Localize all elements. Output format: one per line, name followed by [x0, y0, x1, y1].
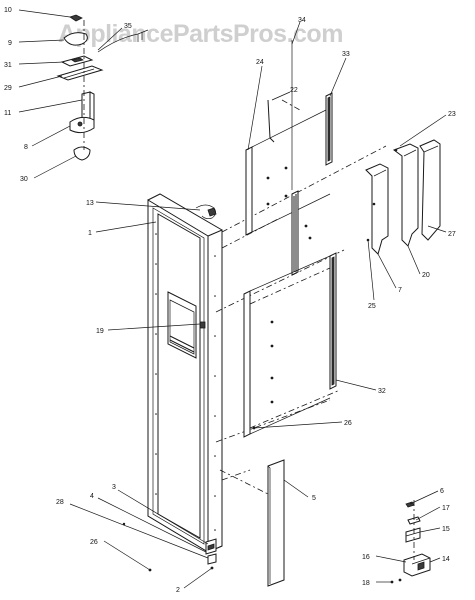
- callout-1: 1: [88, 230, 92, 237]
- callout-19: 19: [96, 328, 104, 335]
- callout-17: 17: [442, 505, 450, 512]
- callout-15: 15: [442, 526, 450, 533]
- bin-27: [419, 139, 441, 241]
- bottom-hinge-assembly: [390, 500, 431, 584]
- cam-30: [73, 146, 91, 161]
- shelf-rail-26: [243, 236, 331, 438]
- callout-26-lower-left: 26: [90, 539, 98, 546]
- callout-18: 18: [362, 580, 370, 587]
- panel-5: [267, 459, 285, 587]
- bushing-15: [405, 527, 421, 543]
- callout-11: 11: [4, 110, 11, 117]
- callout-34: 34: [298, 17, 306, 24]
- door-bins: [365, 139, 441, 255]
- shelf-rail-24: [245, 99, 331, 236]
- clip-19: [199, 321, 206, 329]
- rod-22: [267, 99, 275, 143]
- watermark-text: AppliancePartsPros.com: [58, 20, 343, 48]
- callout-22: 22: [290, 87, 298, 94]
- callout-14: 14: [442, 556, 450, 563]
- bottom-hinge-2: [207, 553, 217, 565]
- door-panel-1: [122, 193, 223, 572]
- hinge-bracket-14: [403, 553, 431, 577]
- callout-16: 16: [362, 554, 370, 561]
- bin-20: [392, 143, 419, 247]
- callout-13: 13: [86, 200, 94, 207]
- callout-26: 26: [344, 420, 352, 427]
- callout-29: 29: [4, 85, 12, 92]
- callout-24: 24: [256, 59, 264, 66]
- callout-2: 2: [176, 587, 180, 594]
- vertical-bar-34: [291, 40, 299, 276]
- callout-labels: 10 9 35 31 29 11 8 30 24 22 34 33 23 13 …: [4, 7, 456, 594]
- callout-20: 20: [422, 272, 430, 279]
- bar-33: [325, 92, 333, 166]
- callout-7: 7: [398, 287, 402, 294]
- callout-33: 33: [342, 51, 350, 58]
- callout-27: 27: [448, 231, 456, 238]
- leader-lines: [18, 9, 447, 589]
- callout-31: 31: [4, 62, 12, 69]
- top-hinge-assembly: [56, 14, 149, 161]
- callout-3: 3: [112, 484, 116, 491]
- callout-4: 4: [90, 493, 94, 500]
- bin-7: [365, 163, 389, 255]
- callout-30: 30: [20, 176, 28, 183]
- callout-23: 23: [448, 111, 456, 118]
- callout-8: 8: [24, 144, 28, 151]
- callout-32: 32: [378, 388, 386, 395]
- callout-9: 9: [8, 40, 12, 47]
- bushing-9: [63, 32, 88, 46]
- callout-10: 10: [4, 7, 12, 14]
- callout-5: 5: [312, 495, 316, 502]
- callout-28: 28: [56, 499, 64, 506]
- callout-6: 6: [440, 488, 444, 495]
- callout-25: 25: [368, 303, 376, 310]
- part-17: [407, 516, 421, 525]
- callout-35: 35: [124, 23, 132, 30]
- bar-32: [329, 252, 337, 390]
- screw-10: [69, 14, 83, 22]
